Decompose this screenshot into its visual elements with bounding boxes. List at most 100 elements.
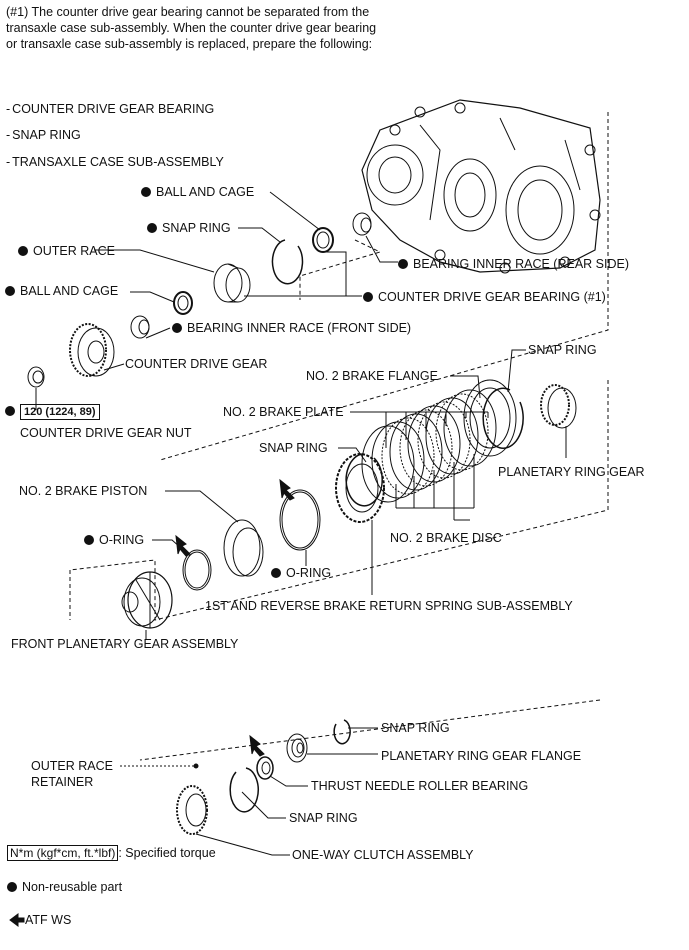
snap-ring-4	[333, 719, 351, 745]
no2-brake-flange	[463, 379, 517, 457]
leader-one-way-clutch	[195, 833, 290, 856]
ball-and-cage-2	[173, 291, 193, 315]
legend-atf: ATF WS	[25, 913, 72, 927]
leader-front-race	[145, 327, 171, 339]
leader-bearing-group	[244, 251, 362, 297]
legend-torque: N*m (kgf*cm, ft.*lbf): Specified torque	[7, 845, 216, 861]
leader-thrust-needle	[269, 775, 308, 787]
leader-drive-gear	[103, 363, 125, 371]
label-outer-race-retainer-line2: RETAINER	[31, 775, 94, 789]
leader-brake-plate	[350, 411, 489, 448]
label-front-planetary: FRONT PLANETARY GEAR ASSEMBLY	[11, 637, 239, 651]
non-reusable-icon	[398, 259, 408, 269]
label-one-way-clutch: ONE-WAY CLUTCH ASSEMBLY	[292, 848, 474, 862]
label-no2-brake-disc: NO. 2 BRAKE DISC	[390, 531, 502, 545]
gear-dashed-right	[69, 380, 609, 621]
non-reusable-icon	[147, 223, 157, 233]
label-snap-ring-1: SNAP RING	[147, 221, 231, 235]
prepare-item-2: -SNAP RING	[6, 128, 81, 142]
label-torque-spec: 120 (1224, 89)	[5, 404, 100, 420]
label-bearing-inner-race-rear: BEARING INNER RACE (REAR SIDE)	[398, 257, 629, 271]
label-outer-race-retainer-line1: OUTER RACE	[31, 759, 113, 773]
torque-box: 120 (1224, 89)	[20, 404, 100, 420]
leader-snap-ring-5	[241, 791, 286, 819]
label-o-ring-2: O-RING	[271, 566, 331, 580]
snap-ring-1	[271, 239, 304, 285]
preparation-note: (#1) The counter drive gear bearing cann…	[6, 4, 426, 52]
leader-brake-disc	[395, 454, 475, 521]
label-counter-drive-gear-bearing: COUNTER DRIVE GEAR BEARING (#1)	[363, 290, 606, 304]
label-snap-ring-5: SNAP RING	[289, 811, 358, 825]
label-no2-brake-piston: NO. 2 BRAKE PISTON	[19, 484, 148, 498]
label-ball-and-cage-2: BALL AND CAGE	[5, 284, 118, 298]
planetary-ring-gear-flange	[286, 733, 308, 763]
atf-arrow-icon-3	[249, 734, 265, 757]
atf-arrow-icon-2	[175, 534, 191, 557]
note-line-1: (#1) The counter drive gear bearing cann…	[6, 5, 370, 19]
label-planetary-ring-gear-flange: PLANETARY RING GEAR FLANGE	[381, 749, 582, 763]
note-line-3: or transaxle case sub-assembly is replac…	[6, 37, 373, 51]
label-ball-and-cage-1: BALL AND CAGE	[141, 185, 254, 199]
leader-rear-race	[365, 235, 398, 263]
snap-ring-5	[229, 767, 259, 813]
planetary-ring-gear	[540, 384, 577, 429]
transaxle-case-housing	[361, 99, 601, 274]
note-line-2: transaxle case sub-assembly. When the co…	[6, 21, 377, 35]
leader-brake-flange	[450, 375, 481, 399]
bearing-inner-race-rear	[352, 212, 372, 236]
leader-snap-ring-3	[338, 447, 367, 463]
thrust-needle-bearing	[256, 756, 274, 780]
non-reusable-icon	[7, 882, 17, 892]
atf-legend-arrow-icon	[9, 913, 25, 927]
counter-drive-gear	[69, 323, 115, 377]
front-planetary-gear	[121, 571, 173, 629]
leader-outer-race	[94, 249, 215, 273]
bearing-inner-race-front	[130, 315, 150, 339]
leader-snap-ring-2	[507, 349, 526, 393]
non-reusable-icon	[172, 323, 182, 333]
case-dashed-right	[159, 112, 609, 461]
outer-race	[213, 263, 251, 303]
one-way-clutch	[176, 785, 208, 835]
atf-arrow-icon-1	[279, 478, 295, 501]
label-o-ring-1: O-RING	[84, 533, 144, 547]
prepare-item-3: -TRANSAXLE CASE SUB-ASSEMBLY	[6, 155, 224, 169]
non-reusable-icon	[5, 406, 15, 416]
label-counter-drive-gear: COUNTER DRIVE GEAR	[125, 357, 268, 371]
non-reusable-icon	[363, 292, 373, 302]
leader-ball-cage-1	[269, 191, 321, 231]
outer-race-retainer	[193, 763, 199, 769]
label-outer-race: OUTER RACE	[18, 244, 115, 258]
label-thrust-needle: THRUST NEEDLE ROLLER BEARING	[311, 779, 529, 793]
legend-non-reusable: Non-reusable part	[7, 880, 122, 894]
label-no2-brake-flange: NO. 2 BRAKE FLANGE	[306, 369, 438, 383]
label-counter-drive-gear-nut: COUNTER DRIVE GEAR NUT	[20, 426, 192, 440]
leader-piston	[165, 490, 239, 523]
prepare-item-1: -COUNTER DRIVE GEAR BEARING	[6, 102, 215, 116]
non-reusable-icon	[84, 535, 94, 545]
label-snap-ring-2: SNAP RING	[528, 343, 597, 357]
label-snap-ring-4: SNAP RING	[381, 721, 450, 735]
leader-ball-cage-2	[130, 291, 175, 303]
snap-ring-2	[482, 387, 524, 449]
leader-snap-ring-1	[238, 227, 281, 243]
label-planetary-ring-gear: PLANETARY RING GEAR	[498, 465, 645, 479]
label-snap-ring-3: SNAP RING	[259, 441, 328, 455]
non-reusable-icon	[18, 246, 28, 256]
non-reusable-icon	[5, 286, 15, 296]
non-reusable-icon	[271, 568, 281, 578]
legend-torque-box: N*m (kgf*cm, ft.*lbf)	[7, 845, 119, 861]
counter-drive-gear-nut	[27, 366, 45, 388]
snap-ring-3	[345, 453, 383, 507]
o-ring-small	[182, 549, 212, 591]
label-bearing-inner-race-front: BEARING INNER RACE (FRONT SIDE)	[172, 321, 411, 335]
non-reusable-icon	[141, 187, 151, 197]
no2-brake-piston	[223, 519, 264, 577]
label-no2-brake-plate: NO. 2 BRAKE PLATE	[223, 405, 344, 419]
label-return-spring: 1ST AND REVERSE BRAKE RETURN SPRING SUB-…	[205, 599, 573, 613]
return-spring	[335, 453, 385, 523]
lower-dashed	[139, 699, 601, 761]
ball-and-cage-1	[312, 227, 334, 253]
o-ring-big	[279, 489, 321, 551]
